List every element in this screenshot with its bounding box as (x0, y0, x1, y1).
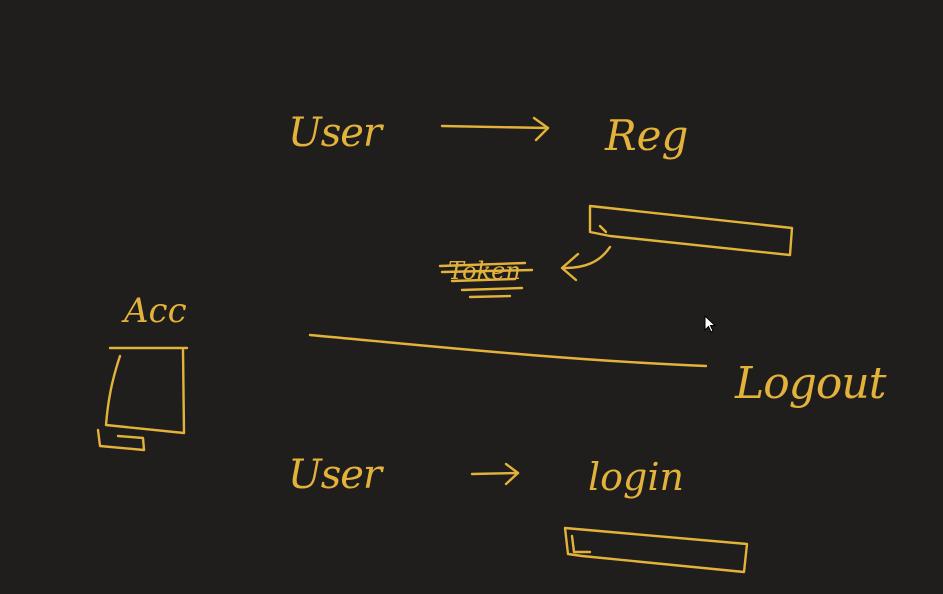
label-acc: Acc (121, 291, 187, 331)
divider-line (308, 333, 708, 368)
login-box (563, 526, 749, 574)
arrow-user-to-reg (440, 116, 550, 142)
acc-box (96, 346, 189, 452)
label-user-top: User (288, 110, 385, 156)
arrow-user-to-login (470, 462, 520, 486)
label-reg: Reg (604, 111, 688, 160)
struck-token: Token (438, 257, 534, 299)
label-user-bottom: User (288, 452, 385, 498)
mouse-pointer-icon (704, 314, 717, 333)
reg-box (588, 204, 794, 257)
label-login: login (588, 455, 684, 499)
return-arrow (560, 245, 612, 282)
label-logout: Logout (734, 358, 887, 409)
